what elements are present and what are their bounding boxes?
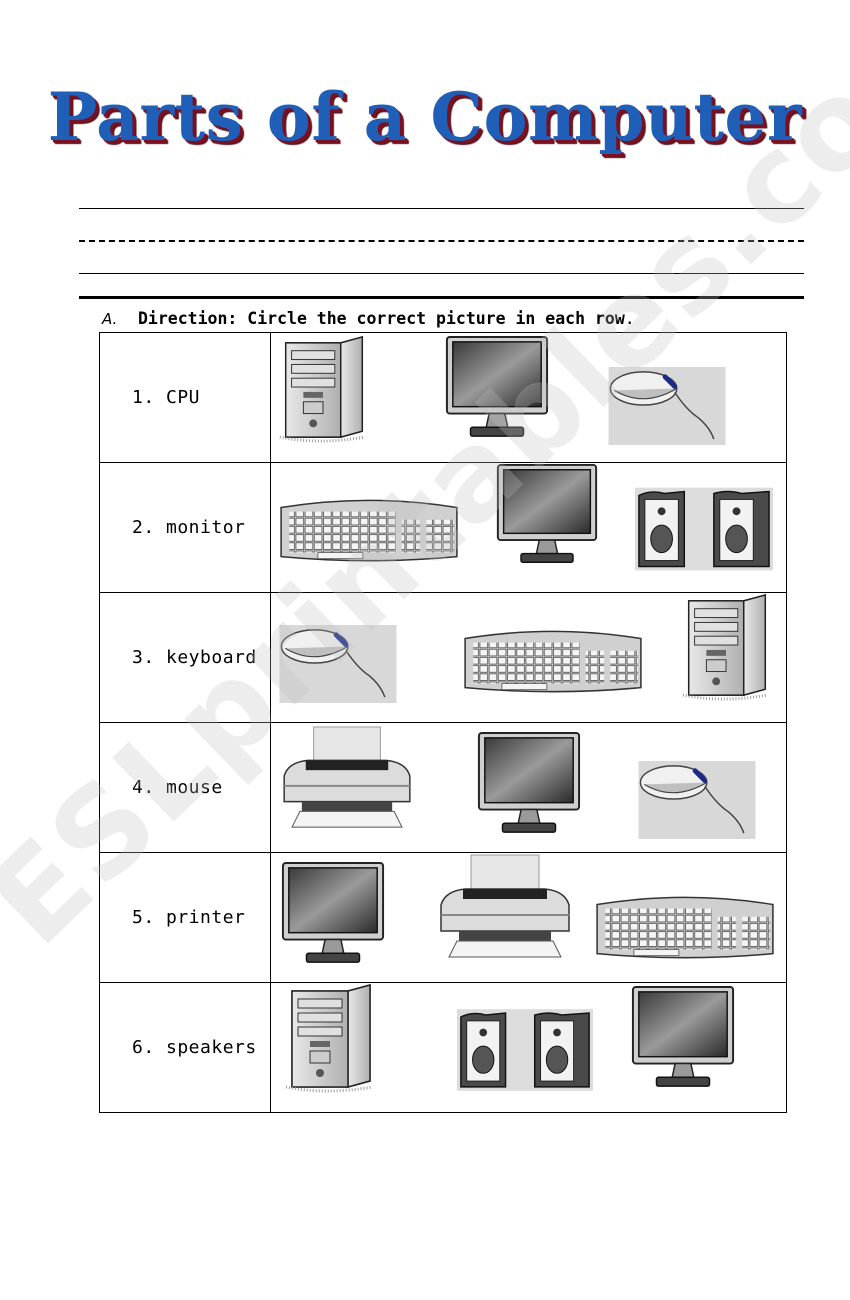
row-label: 4. mouse: [132, 777, 223, 798]
row-label: 2. monitor: [132, 517, 246, 538]
row-label: 5. printer: [132, 907, 246, 928]
speakers-icon[interactable]: [457, 1009, 593, 1091]
cpu-tower-icon[interactable]: [285, 983, 377, 1093]
name-line-top: [79, 208, 804, 209]
keyboard-icon[interactable]: [593, 889, 777, 963]
table-row: 6. speakers: [99, 982, 787, 1113]
row-label: 6. speakers: [132, 1037, 257, 1058]
direction-line: A. Direction: Circle the correct picture …: [102, 309, 635, 328]
table-row: 4. mouse: [99, 722, 787, 853]
section-divider: [79, 296, 804, 299]
monitor-icon[interactable]: [491, 463, 603, 569]
monitor-icon[interactable]: [441, 335, 553, 443]
monitor-icon[interactable]: [473, 731, 585, 839]
mouse-icon[interactable]: [607, 367, 727, 445]
row-label: 1. CPU: [132, 387, 201, 408]
printer-icon[interactable]: [277, 725, 417, 833]
cpu-tower-icon[interactable]: [279, 335, 369, 443]
printer-icon[interactable]: [435, 853, 575, 963]
monitor-icon[interactable]: [277, 861, 389, 969]
monitor-icon[interactable]: [627, 985, 739, 1093]
direction-text: Direction: Circle the correct picture in…: [138, 309, 625, 328]
section-letter: A.: [102, 310, 118, 328]
keyboard-icon[interactable]: [461, 623, 645, 697]
cpu-tower-icon[interactable]: [681, 593, 773, 701]
name-line-bottom: [79, 273, 804, 274]
table-row: 1. CPU: [99, 332, 787, 463]
name-line-dashed: [79, 240, 804, 242]
speakers-icon[interactable]: [635, 487, 773, 571]
keyboard-icon[interactable]: [277, 491, 461, 567]
table-row: 2. monitor: [99, 462, 787, 593]
direction-period: .: [624, 309, 635, 328]
page-title: Parts of a Computer: [47, 78, 803, 156]
table-row: 5. printer: [99, 852, 787, 983]
mouse-icon[interactable]: [277, 625, 399, 703]
row-label: 3. keyboard: [132, 647, 257, 668]
exercise-table: 1. CPU 2. monitor 3. keyboard 4. mouse: [99, 332, 787, 1113]
table-row: 3. keyboard: [99, 592, 787, 723]
mouse-icon[interactable]: [637, 761, 757, 839]
